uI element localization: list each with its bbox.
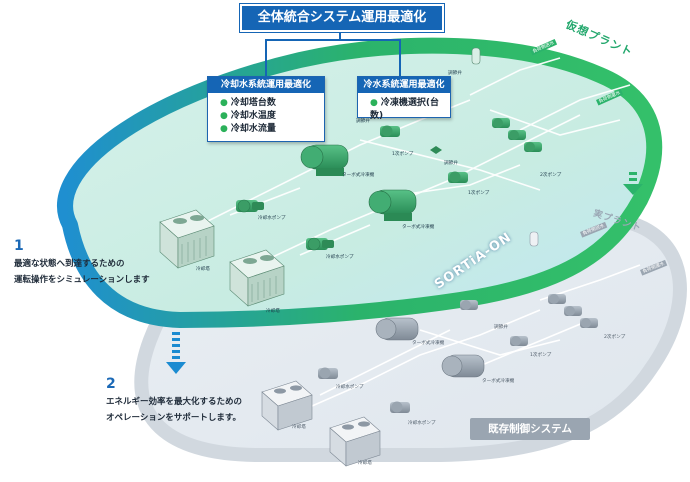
rp-chiller-label-2: ターボ式冷凍機 <box>482 379 515 384</box>
down-arrow-left <box>166 332 186 374</box>
rp-cooling-tower-label-1: 冷却塔 <box>292 425 306 430</box>
secondary-pumps-virtual <box>492 118 542 152</box>
title-connectors <box>265 28 401 76</box>
header-tank-real <box>529 231 539 247</box>
chilled-water-box-title: 冷水系統運用最適化 <box>358 77 450 93</box>
real-piping <box>279 264 641 421</box>
chilled-water-optimization-box: 冷水系統運用最適化 ●冷凍機選択(台数) <box>357 76 451 121</box>
cooling-water-optimization-box: 冷却水系統運用最適化 ●冷却塔台数 ●冷却水温度 ●冷却水流量 <box>207 76 325 142</box>
chiller-real-2 <box>441 354 485 378</box>
rp-secondary-pump-label: 2次ポンプ <box>604 335 626 340</box>
vp-chiller-label-1: ターボ式冷凍機 <box>342 173 375 178</box>
cooling-water-pump-real-1 <box>318 367 338 379</box>
step-1: 1 最適な状態へ到達するための 運転操作をシミュレーションします <box>14 238 150 288</box>
chiller-virtual-2 <box>368 189 417 221</box>
cooling-water-item: ●冷却水温度 <box>220 110 324 123</box>
header-tank-virtual <box>471 47 481 65</box>
rp-primary-pump-label: 1次ポンプ <box>530 353 552 358</box>
bullet-icon: ● <box>220 111 228 121</box>
down-arrow-right <box>623 172 643 195</box>
primary-pump-virtual-2 <box>448 171 468 183</box>
step-1-number: 1 <box>14 238 24 254</box>
vp-valve-label-3: 調節弁 <box>444 161 458 166</box>
cooling-water-pump-virtual-2 <box>306 237 334 251</box>
vp-primary-pump-label-1: 1次ポンプ <box>392 152 414 157</box>
step-2-number: 2 <box>106 376 116 392</box>
primary-pump-virtual-1 <box>380 125 400 137</box>
primary-pump-real <box>460 300 528 346</box>
vp-primary-pump-label-2: 1次ポンプ <box>468 191 490 196</box>
rp-chiller-label-1: ターボ式冷凍機 <box>412 341 445 346</box>
vp-cooling-tower-label-1: 冷却塔 <box>196 267 210 272</box>
top-title: 全体統合システム運用最適化 <box>240 4 444 32</box>
step-2: 2 エネルギー効率を最大化するための オペレーションをサポートします。 <box>106 376 242 426</box>
bullet-icon: ● <box>370 98 378 108</box>
cooling-water-item: ●冷却塔台数 <box>220 97 324 110</box>
rp-cooling-water-pump-label-1: 冷却水ポンプ <box>336 385 364 390</box>
virtual-piping <box>199 57 631 271</box>
vp-chiller-label-2: ターボ式冷凍機 <box>402 225 435 230</box>
existing-system-label: 既存制御システム <box>470 418 590 440</box>
secondary-pumps-real <box>548 294 598 328</box>
cooling-tower-real-1 <box>261 380 313 431</box>
cooling-water-box-list: ●冷却塔台数 ●冷却水温度 ●冷却水流量 <box>208 97 324 136</box>
step-1-line-1: 最適な状態へ到達するための <box>14 259 125 269</box>
vp-secondary-pump-label: 2次ポンプ <box>540 173 562 178</box>
step-2-line-1: エネルギー効率を最大化するための <box>106 397 243 407</box>
rp-valve-label: 調節弁 <box>494 325 508 330</box>
cooling-water-pump-real-2 <box>390 401 410 413</box>
cooling-tower-virtual-1 <box>159 209 215 269</box>
chilled-water-item-label: 冷凍機選択(台数) <box>370 98 439 121</box>
step-2-line-2: オペレーションをサポートします。 <box>106 413 241 423</box>
bullet-icon: ● <box>220 98 228 108</box>
vp-valve-label-1: 調節弁 <box>448 71 462 76</box>
chiller-real-1 <box>375 317 419 341</box>
chiller-virtual-1 <box>300 144 349 176</box>
cooling-water-box-title: 冷却水系統運用最適化 <box>208 77 324 93</box>
valve-virtual <box>430 146 442 154</box>
vp-cooling-tower-label-2: 冷却塔 <box>266 309 280 314</box>
rp-cooling-water-pump-label-2: 冷却水ポンプ <box>408 421 436 426</box>
cooling-tower-real-2 <box>329 416 381 467</box>
cooling-water-item-label: 冷却水流量 <box>230 124 276 134</box>
chilled-water-item: ●冷凍機選択(台数) <box>370 97 450 123</box>
cooling-water-item-label: 冷却水温度 <box>230 111 276 121</box>
cooling-water-item-label: 冷却塔台数 <box>230 98 276 108</box>
cooling-water-pump-virtual-1 <box>236 199 264 213</box>
step-1-line-2: 運転操作をシミュレーションします <box>14 275 150 285</box>
chilled-water-box-list: ●冷凍機選択(台数) <box>358 97 450 123</box>
bullet-icon: ● <box>220 124 228 134</box>
cooling-water-item: ●冷却水流量 <box>220 123 324 136</box>
vp-cooling-water-pump-label-2: 冷却水ポンプ <box>326 255 354 260</box>
vp-cooling-water-pump-label-1: 冷却水ポンプ <box>258 216 286 221</box>
rp-cooling-tower-label-2: 冷却塔 <box>358 461 372 466</box>
cooling-tower-virtual-2 <box>229 249 285 307</box>
vp-valve-label-2: 調節弁 <box>356 119 370 124</box>
